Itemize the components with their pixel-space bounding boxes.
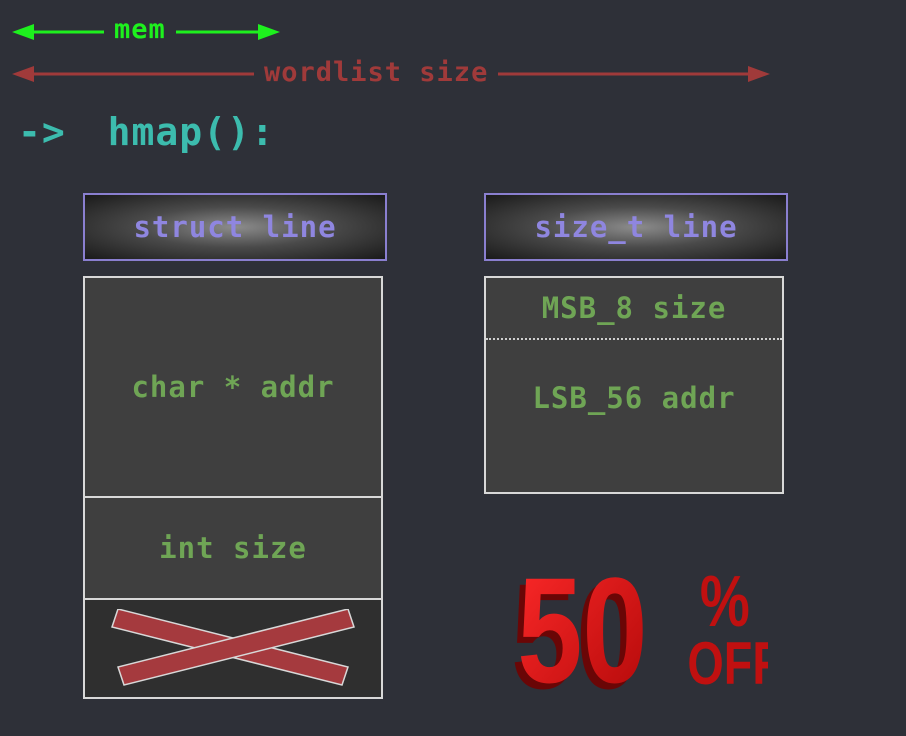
title-text: hmap(): bbox=[107, 110, 275, 154]
struct-line-header: struct line bbox=[83, 193, 387, 261]
function-title: -> hmap(): bbox=[18, 110, 275, 154]
sale-number-shadow: 50 bbox=[511, 552, 641, 698]
sale-percent: % bbox=[700, 561, 750, 641]
size-t-line-header-label: size_t line bbox=[534, 210, 738, 244]
sale-off: OFF bbox=[687, 630, 768, 697]
msb-size-field: MSB_8 size bbox=[486, 278, 782, 338]
sale-badge-icon: 50 50 % OFF bbox=[511, 548, 768, 698]
int-size-label: int size bbox=[159, 531, 307, 565]
struct-line-header-label: struct line bbox=[133, 210, 337, 244]
msb-size-label: MSB_8 size bbox=[541, 291, 727, 325]
mem-label: mem bbox=[104, 15, 176, 45]
title-arrow: -> bbox=[18, 110, 66, 154]
int-size-field: int size bbox=[85, 496, 381, 598]
char-addr-field: char * addr bbox=[85, 278, 381, 496]
wordlist-size-label: wordlist size bbox=[254, 58, 499, 88]
lsb-addr-field: LSB_56 addr bbox=[486, 338, 782, 492]
lsb-addr-label: LSB_56 addr bbox=[532, 381, 736, 415]
removed-field bbox=[85, 598, 381, 697]
struct-line-layout: char * addr int size bbox=[83, 276, 383, 699]
char-addr-label: char * addr bbox=[131, 370, 335, 404]
size-t-line-layout: MSB_8 size LSB_56 addr bbox=[484, 276, 784, 494]
sale-number: 50 bbox=[517, 548, 647, 698]
x-mark-icon bbox=[111, 608, 355, 686]
size-t-line-header: size_t line bbox=[484, 193, 788, 261]
